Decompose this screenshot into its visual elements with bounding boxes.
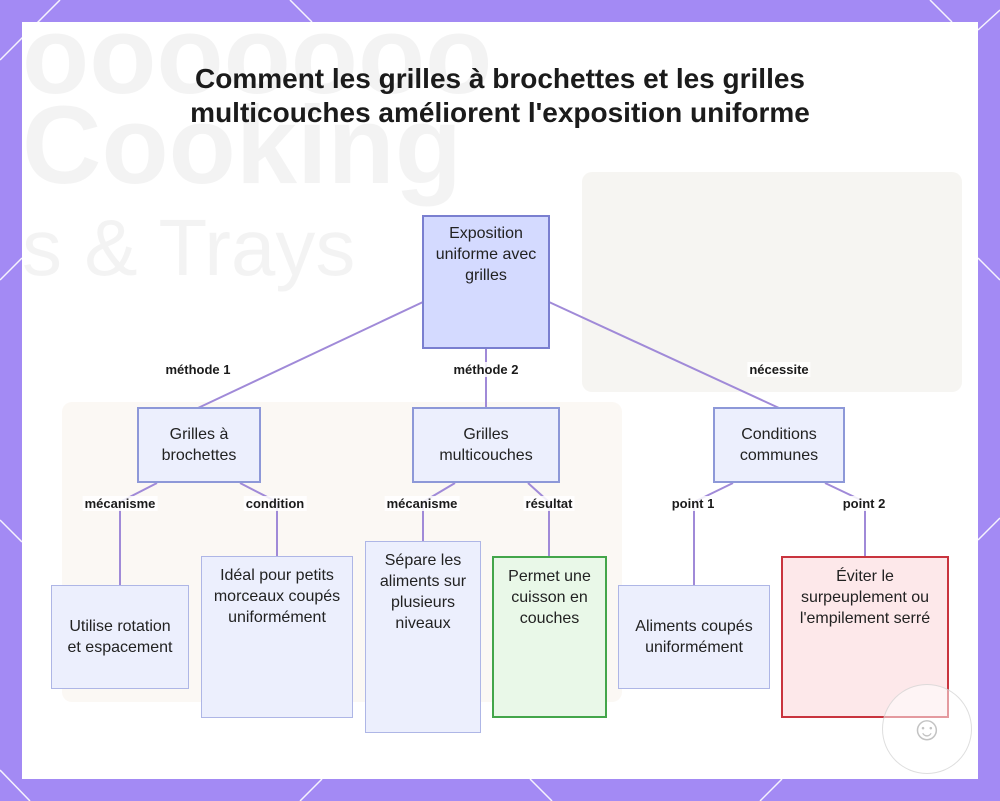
leaf-small-pieces-label: Idéal pour petits morceaux coupés unifor… bbox=[213, 567, 341, 626]
edge-label-method-2: méthode 2 bbox=[451, 362, 521, 377]
root-node-label: Exposition uniforme avec grilles bbox=[435, 225, 537, 284]
leaf-layered-cooking-label: Permet une cuisson en couches bbox=[508, 568, 591, 627]
leaf-separate-levels-label: Sépare les aliments sur plusieurs niveau… bbox=[379, 552, 467, 632]
edge-label-result: résultat bbox=[523, 496, 575, 511]
background-watermark: Cooking bbox=[22, 82, 462, 209]
diagram-title: Comment les grilles à brochettes et les … bbox=[190, 63, 810, 128]
node-multilayer-racks: Grilles multicouches bbox=[412, 407, 560, 483]
edge-label-mechanism-2: mécanisme bbox=[384, 496, 460, 511]
leaf-avoid-overcrowding-label: Éviter le surpeuplement ou l'empilement … bbox=[799, 568, 931, 627]
leaf-rotation-spacing: Utilise rotation et espacement bbox=[51, 585, 189, 689]
leaf-layered-cooking: Permet une cuisson en couches bbox=[492, 556, 607, 718]
node-skewer-racks-label: Grilles à brochettes bbox=[161, 426, 237, 464]
leaf-rotation-spacing-label: Utilise rotation et espacement bbox=[67, 618, 173, 656]
leaf-uniform-cuts: Aliments coupés uniformément bbox=[618, 585, 770, 689]
edge-label-method-1: méthode 1 bbox=[163, 362, 233, 377]
chef-hat-icon: ☺ bbox=[882, 684, 972, 774]
leaf-uniform-cuts-label: Aliments coupés uniformément bbox=[635, 618, 753, 656]
edge-label-point-2: point 2 bbox=[840, 496, 888, 511]
node-skewer-racks: Grilles à brochettes bbox=[137, 407, 261, 483]
background-photo bbox=[582, 172, 962, 392]
edge-label-condition: condition bbox=[243, 496, 307, 511]
edge-root-branch-1 bbox=[197, 301, 424, 409]
edge-label-mechanism-1: mécanisme bbox=[82, 496, 158, 511]
edge-label-point-1: point 1 bbox=[669, 496, 717, 511]
root-node: Exposition uniforme avec grilles bbox=[422, 215, 550, 349]
background-watermark: ooooooo bbox=[22, 22, 492, 119]
node-common-conditions: Conditions communes bbox=[713, 407, 845, 483]
background-watermark: s & Trays bbox=[22, 202, 355, 294]
node-common-conditions-label: Conditions communes bbox=[739, 426, 819, 464]
node-multilayer-racks-label: Grilles multicouches bbox=[439, 426, 533, 464]
leaf-separate-levels: Sépare les aliments sur plusieurs niveau… bbox=[365, 541, 481, 733]
leaf-small-pieces: Idéal pour petits morceaux coupés unifor… bbox=[201, 556, 353, 718]
edge-root-branch-3 bbox=[548, 301, 780, 409]
edge-label-requires: nécessite bbox=[747, 362, 811, 377]
